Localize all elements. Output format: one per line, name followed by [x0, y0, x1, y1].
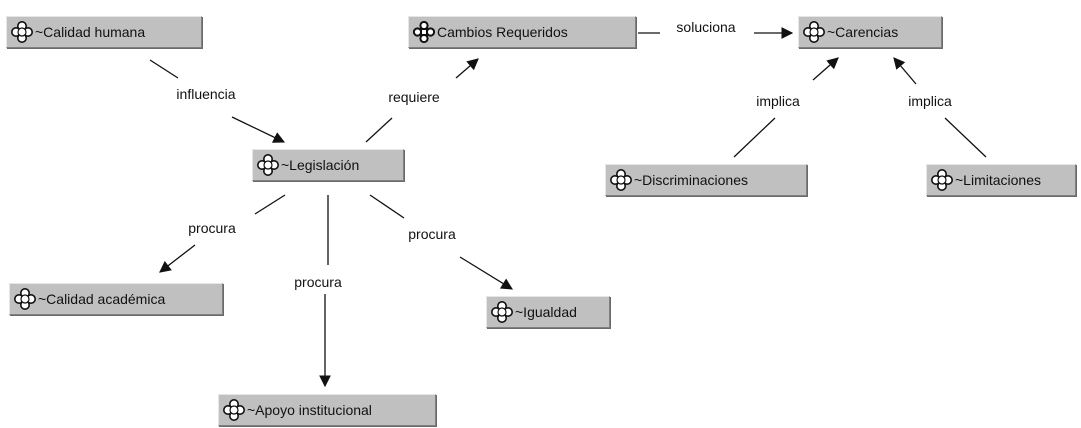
edge-implica-carencias-2: [893, 57, 917, 85]
flower-icon: [931, 169, 953, 191]
node-discriminaciones[interactable]: ~Discriminaciones: [605, 164, 807, 196]
flower-icon: [223, 399, 245, 421]
node-label: ~Igualdad: [515, 304, 577, 320]
node-label: ~Limitaciones: [955, 172, 1041, 188]
node-igualdad[interactable]: ~Igualdad: [486, 296, 610, 328]
node-label: ~Carencias: [827, 24, 899, 40]
link-label-procura-1: procura: [186, 220, 238, 236]
node-label: Cambios Requeridos: [437, 24, 568, 40]
node-label: ~Discriminaciones: [634, 172, 748, 188]
flower-icon: [491, 301, 513, 323]
link-label-influencia: influencia: [174, 86, 238, 102]
edge-legislacion-procura-3: [369, 194, 405, 219]
node-carencias[interactable]: ~Carencias: [798, 16, 942, 48]
edge-legislacion-requiere: [365, 117, 393, 143]
node-calidad-academica[interactable]: ~Calidad académica: [9, 283, 223, 315]
link-label-implica-1: implica: [754, 93, 802, 109]
edge-procura-igualdad: [459, 256, 513, 290]
edge-limitaciones-implica: [944, 117, 987, 158]
flower-icon: [257, 154, 279, 176]
edge-calidad-humana-influencia: [149, 59, 179, 79]
flower-icon: [11, 21, 33, 43]
link-label-requiere: requiere: [386, 89, 442, 105]
edge-implica-carencias-1: [812, 57, 839, 81]
link-label-procura-3: procura: [406, 226, 458, 242]
node-legislacion[interactable]: ~Legislación: [252, 149, 404, 181]
node-label: ~Calidad académica: [38, 291, 166, 307]
link-label-soluciona: soluciona: [674, 19, 738, 35]
node-calidad-humana[interactable]: ~Calidad humana: [6, 16, 202, 48]
node-label: ~Calidad humana: [35, 24, 146, 40]
edge-influencia-legislacion: [231, 116, 286, 143]
node-label: ~Apoyo institucional: [247, 402, 372, 418]
node-limitaciones[interactable]: ~Limitaciones: [926, 164, 1076, 196]
node-cambios-requeridos[interactable]: Cambios Requeridos: [408, 16, 636, 48]
edge-discriminaciones-implica: [733, 117, 776, 158]
edge-legislacion-procura-1: [254, 194, 286, 215]
edge-procura-calidad-academica: [159, 244, 196, 273]
link-label-procura-2: procura: [292, 274, 344, 290]
node-apoyo-institucional[interactable]: ~Apoyo institucional: [218, 394, 436, 426]
edge-requiere-cambios: [455, 58, 479, 79]
flower-icon: [14, 288, 36, 310]
node-label: ~Legislación: [281, 157, 360, 173]
gear-flower-icon: [413, 21, 435, 43]
flower-icon: [610, 169, 632, 191]
link-label-implica-2: implica: [906, 93, 954, 109]
flower-icon: [803, 21, 825, 43]
